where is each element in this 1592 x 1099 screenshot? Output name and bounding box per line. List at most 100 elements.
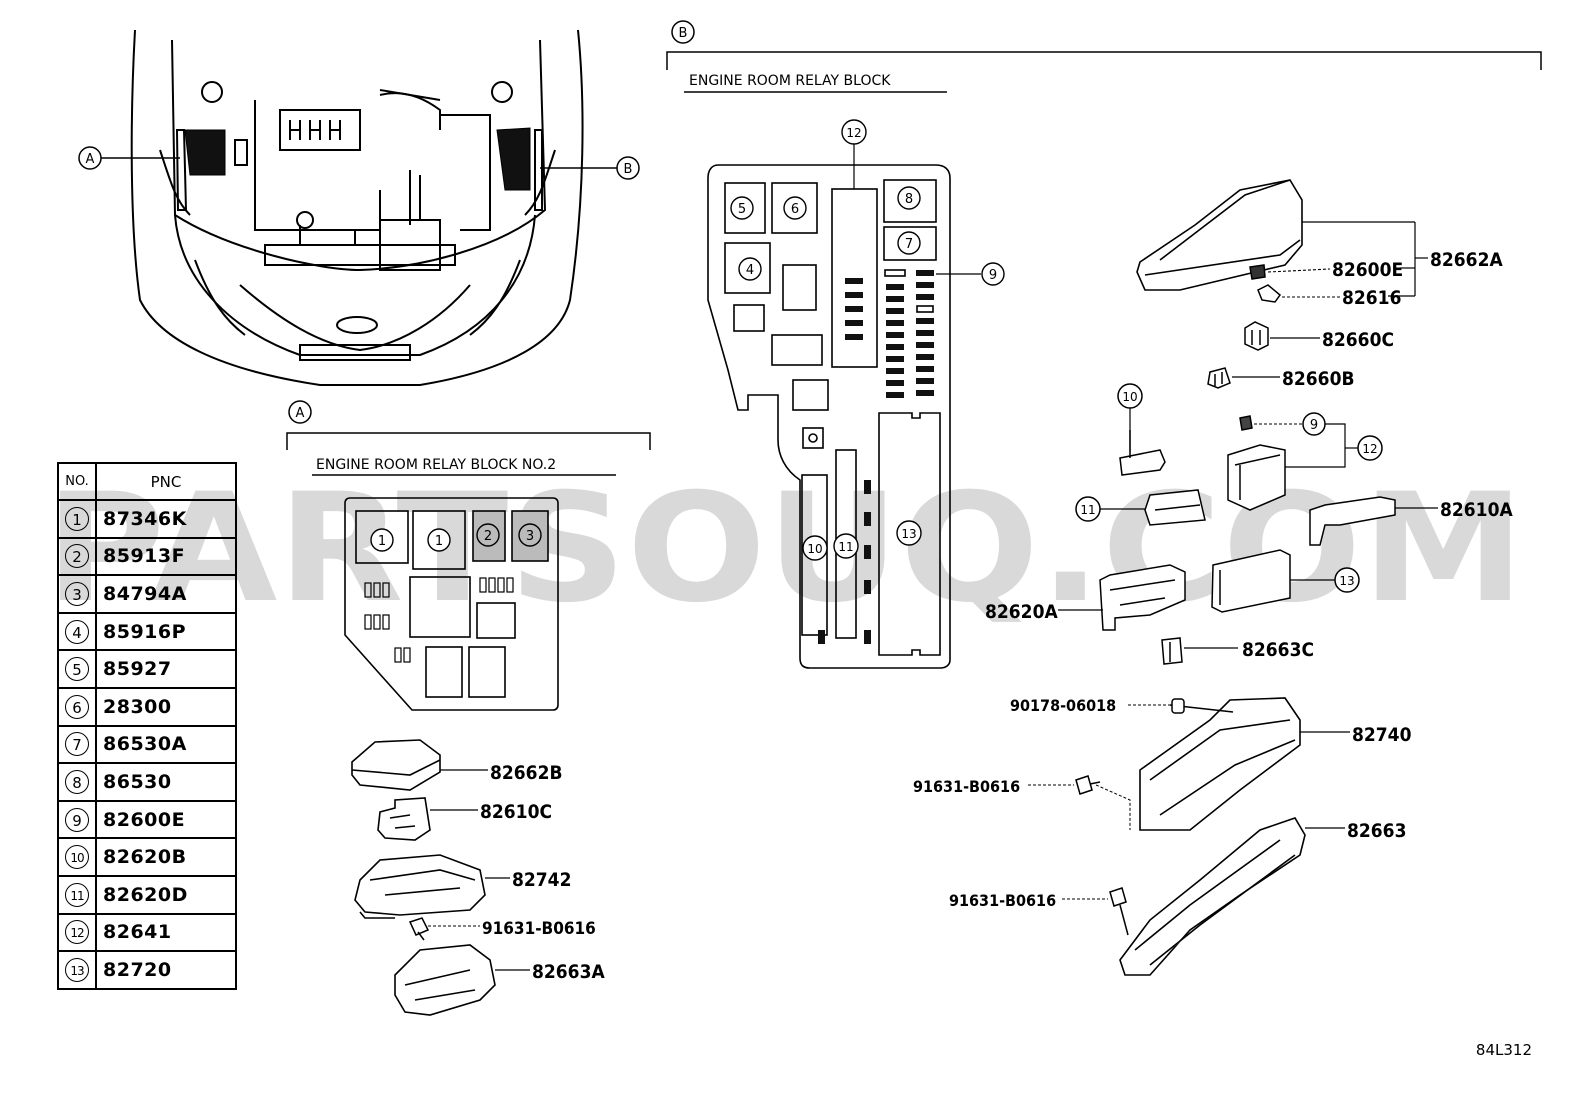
row-number: 10 <box>57 837 97 877</box>
row-pnc[interactable]: 85916P <box>95 611 237 652</box>
row-number: 5 <box>57 649 97 689</box>
part-label-82660c: 82660C <box>1322 329 1394 351</box>
part-label-82600e: 82600E <box>1332 259 1403 281</box>
part-82740-upper-case <box>1139 697 1350 831</box>
part-label-90178-06018: 90178-06018 <box>1010 696 1116 715</box>
part-label-82660b: 82660B <box>1282 368 1355 390</box>
row-pnc[interactable]: 84794A <box>95 574 237 614</box>
block-a-slot-labels: 1 1 2 3 <box>370 523 542 552</box>
part-13-fuse-block: 13 <box>1211 549 1360 613</box>
row-pnc[interactable]: 82620B <box>95 837 237 877</box>
svg-text:9: 9 <box>989 268 997 283</box>
part-82620a-relay-base <box>1058 564 1186 631</box>
svg-text:7: 7 <box>905 237 913 252</box>
table-header-no: NO. <box>57 462 97 501</box>
svg-text:A: A <box>296 406 305 421</box>
svg-text:10: 10 <box>807 542 822 556</box>
row-number-badge: 10 <box>65 845 89 870</box>
row-number-badge: 3 <box>65 581 89 606</box>
watermark: PARTSOUQ.COM <box>45 462 1525 636</box>
table-header-row: NO. PNC <box>57 462 237 501</box>
row-number-badge: 6 <box>65 694 89 719</box>
part-label-91631-b0616-a: 91631-B0616 <box>482 919 596 939</box>
row-pnc[interactable]: 82620D <box>95 874 237 915</box>
row-pnc[interactable]: 86530A <box>95 724 237 765</box>
part-10-relay-holder: 10 <box>1117 383 1166 476</box>
car-front-illustration <box>130 29 584 386</box>
part-label-82662b: 82662B <box>490 762 563 784</box>
part-82662a-cover <box>1136 179 1428 296</box>
row-number: 11 <box>57 874 97 915</box>
svg-text:6: 6 <box>791 202 799 217</box>
svg-text:3: 3 <box>526 529 534 544</box>
part-90178-06018-nut <box>1128 698 1185 714</box>
fuse-slots <box>818 270 934 644</box>
row-number-badge: 13 <box>65 957 89 982</box>
row-number: 9 <box>57 799 97 840</box>
row-number-badge: 2 <box>65 544 89 569</box>
svg-text:9: 9 <box>1310 418 1318 433</box>
row-number: 7 <box>57 724 97 765</box>
relay-block-no2-layout <box>344 497 559 711</box>
section-a-header: A ENGINE ROOM RELAY BLOCK NO.2 <box>286 400 651 476</box>
diagram-code: 84L312 <box>1475 1041 1532 1059</box>
row-number: 1 <box>57 499 97 539</box>
row-number-badge: 4 <box>65 619 89 644</box>
part-label-82663: 82663 <box>1347 820 1406 842</box>
row-pnc[interactable]: 28300 <box>95 686 237 727</box>
part-label-82742: 82742 <box>512 869 571 891</box>
part-82742-box <box>354 854 510 919</box>
part-82663a-lower-case <box>394 944 530 1016</box>
row-pnc[interactable]: 86530 <box>95 762 237 802</box>
svg-text:1: 1 <box>378 534 386 549</box>
row-pnc[interactable]: 85927 <box>95 649 237 689</box>
row-number-badge: 11 <box>65 882 89 907</box>
row-number-badge: 1 <box>65 506 89 531</box>
row-pnc[interactable]: 82720 <box>95 950 237 990</box>
row-pnc[interactable]: 85913F <box>95 536 237 577</box>
section-a-title: ENGINE ROOM RELAY BLOCK NO.2 <box>316 457 556 473</box>
part-9-12-relay-module: 9 12 <box>1227 412 1383 511</box>
row-number: 2 <box>57 536 97 577</box>
part-82660c-connector <box>1244 321 1320 351</box>
callout-a-car: A <box>78 146 180 170</box>
part-label-82663c: 82663C <box>1242 639 1314 661</box>
row-number-badge: 12 <box>65 920 89 945</box>
part-82610c-bracket <box>377 797 478 841</box>
part-82616-clip <box>1257 284 1415 303</box>
section-b-title: ENGINE ROOM RELAY BLOCK <box>689 73 891 89</box>
part-label-82620a: 82620A <box>985 601 1058 623</box>
svg-text:4: 4 <box>746 263 754 278</box>
row-pnc[interactable]: 87346K <box>95 499 237 539</box>
row-number: 8 <box>57 762 97 802</box>
part-label-82740: 82740 <box>1352 724 1412 746</box>
row-number-badge: 8 <box>65 769 89 794</box>
part-label-82616: 82616 <box>1342 287 1401 309</box>
svg-text:11: 11 <box>1080 503 1095 517</box>
part-label-82663a: 82663A <box>532 961 605 983</box>
part-82600e-clip <box>1249 264 1415 280</box>
relay-block-location-markers <box>175 127 543 211</box>
row-pnc[interactable]: 82600E <box>95 799 237 840</box>
part-label-82662a: 82662A <box>1430 249 1503 271</box>
part-82663c-connector <box>1161 637 1238 665</box>
part-82610a-bracket <box>1309 496 1438 546</box>
part-label-82610a: 82610A <box>1440 499 1513 521</box>
part-label-91631-b0616-b1: 91631-B0616 <box>913 777 1020 796</box>
svg-text:13: 13 <box>1339 574 1354 588</box>
part-11-relay-holder: 11 <box>1075 489 1206 526</box>
part-91631-b0616-bolt-b1 <box>1028 775 1131 830</box>
part-82663-lower-case <box>1119 817 1345 976</box>
svg-text:13: 13 <box>901 527 916 541</box>
row-pnc[interactable]: 82641 <box>95 912 237 953</box>
svg-text:10: 10 <box>1122 390 1137 404</box>
